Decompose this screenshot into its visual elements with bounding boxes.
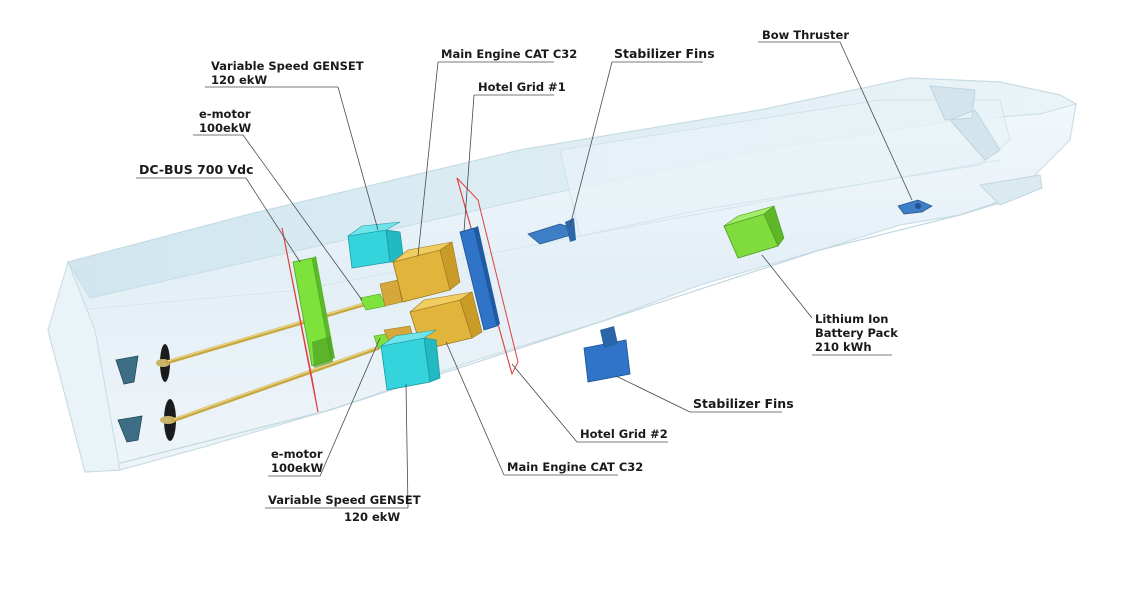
label-genset-top-name: Variable Speed GENSET <box>211 59 364 73</box>
label-stabilizer-fins-top: Stabilizer Fins <box>614 46 715 61</box>
label-e-motor-top-name: e-motor <box>199 107 251 121</box>
label-e-motor-bottom-rating: 100ekW <box>271 461 323 475</box>
label-dc-bus: DC-BUS 700 Vdc <box>139 162 254 177</box>
label-bow-thruster: Bow Thruster <box>762 28 849 42</box>
bow-structure <box>929 85 1001 161</box>
label-genset-bottom-name: Variable Speed GENSET <box>268 493 421 507</box>
shaft-top <box>166 300 374 364</box>
label-genset-top-rating: 120 ekW <box>211 73 267 87</box>
label-battery-line2: Battery Pack <box>815 326 898 340</box>
hotel-grid-panel <box>459 226 500 331</box>
label-hotel-grid-2: Hotel Grid #2 <box>580 427 668 441</box>
label-main-engine-top: Main Engine CAT C32 <box>441 47 577 61</box>
label-e-motor-bottom-name: e-motor <box>271 447 323 461</box>
dc-bus-plane <box>281 227 319 413</box>
genset-bottom <box>380 329 441 391</box>
e-motor-top-unit <box>359 279 403 311</box>
rudder-bottom <box>117 415 143 443</box>
label-genset-bottom-rating: 120 ekW <box>344 510 400 524</box>
stabilizer-fin-top <box>527 218 576 245</box>
label-main-engine-bottom: Main Engine CAT C32 <box>507 460 643 474</box>
dc-bus-block <box>292 256 335 368</box>
label-e-motor-top-rating: 100ekW <box>199 121 251 135</box>
propeller-bottom <box>160 399 176 441</box>
rudder-top <box>115 355 139 385</box>
hull-transom <box>47 260 121 473</box>
hull-keel-line <box>84 187 1041 473</box>
yacht-hull <box>47 77 1078 473</box>
label-battery-line3: 210 kWh <box>815 340 872 354</box>
hull-bottom-fin <box>978 174 1043 206</box>
stabilizer-fin-bottom <box>583 326 631 383</box>
main-engine-top <box>392 241 461 303</box>
hull-chine-line <box>54 159 1001 313</box>
labels: Variable Speed GENSET 120 ekW e-motor 10… <box>139 28 898 524</box>
label-battery-line1: Lithium Ion <box>815 312 888 326</box>
label-hotel-grid-1: Hotel Grid #1 <box>478 80 566 94</box>
lithium-ion-battery-pack <box>723 205 785 259</box>
shaft-bottom <box>172 346 380 422</box>
genset-top <box>347 221 405 269</box>
leader-lines <box>136 41 913 509</box>
label-stabilizer-fins-bottom: Stabilizer Fins <box>693 396 794 411</box>
bow-thruster-unit <box>897 199 933 215</box>
